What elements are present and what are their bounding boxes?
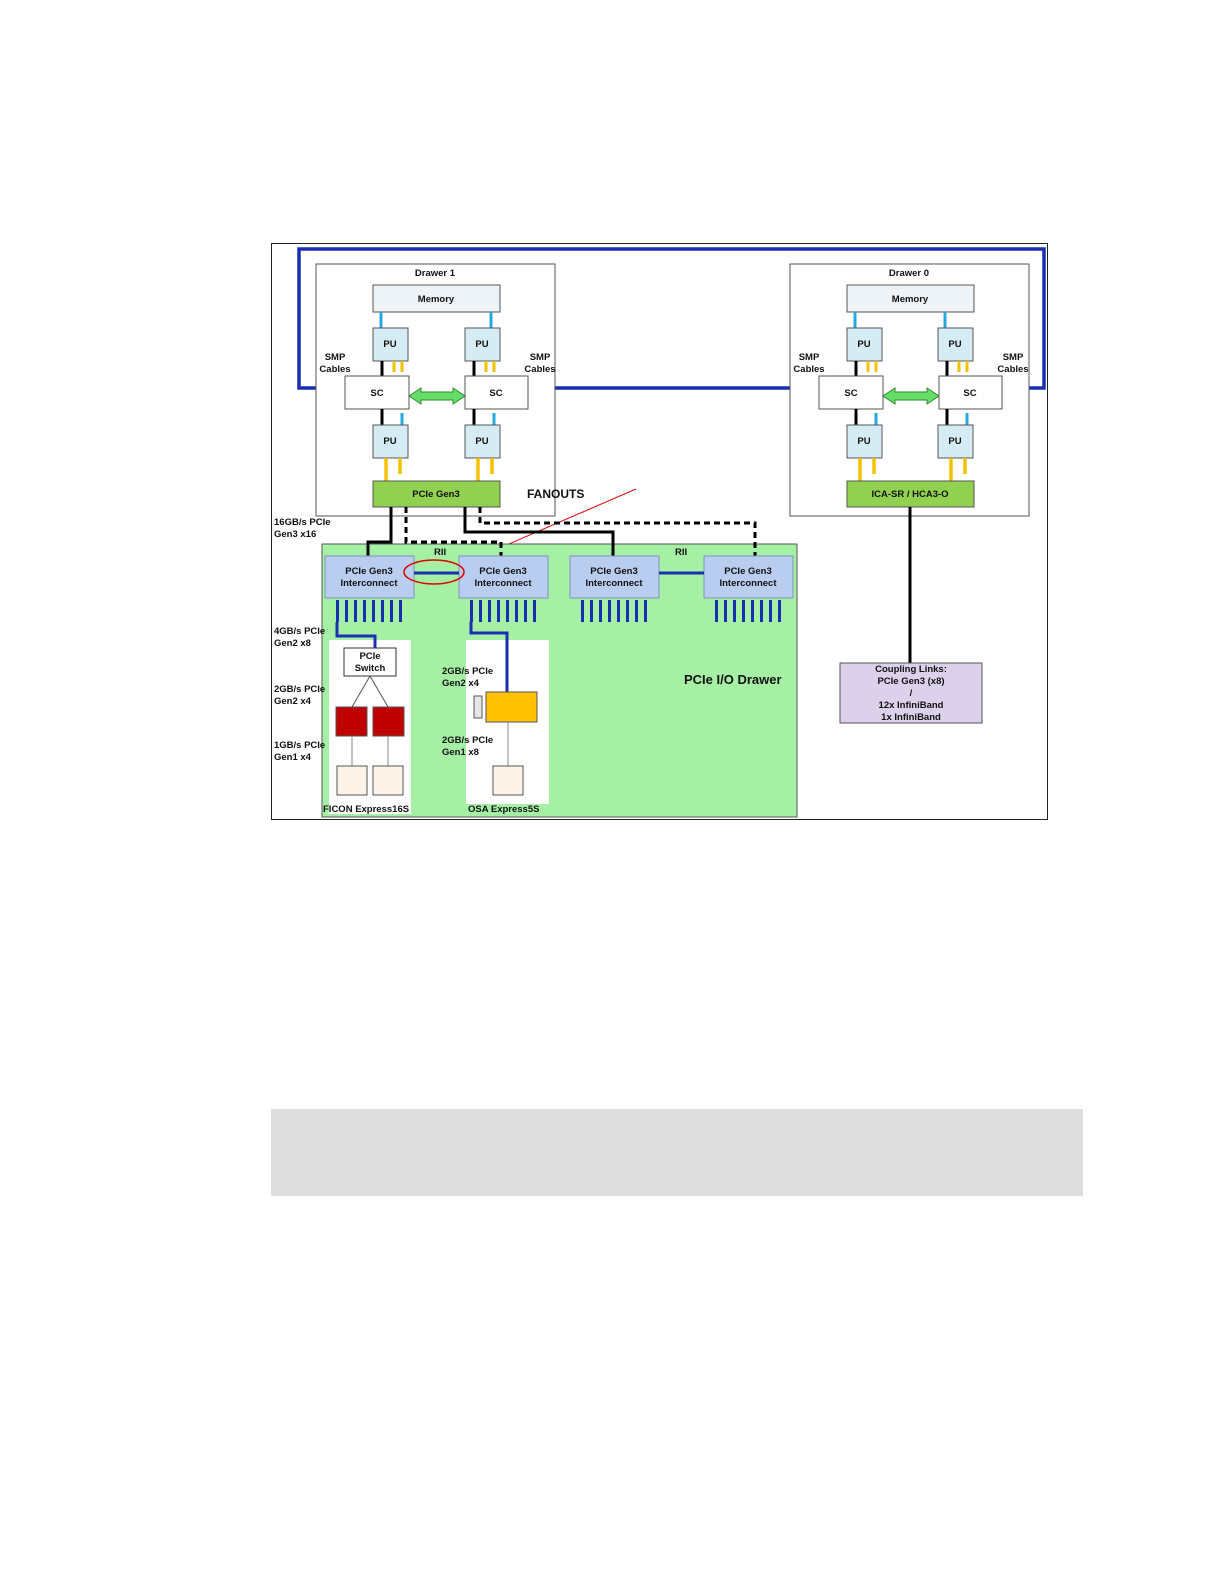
fanout-label: ICA-SR / HCA3-O	[871, 489, 948, 500]
sc-label: SC	[370, 388, 383, 399]
drawer-1-fanout	[372, 480, 501, 508]
smp-label: SMP	[530, 352, 551, 363]
coupling-label: Coupling Links:	[875, 664, 947, 675]
drawer-0-memory	[846, 284, 975, 313]
rii-label: RII	[675, 547, 687, 558]
io-drawer-label: PCIe I/O Drawer	[684, 672, 782, 687]
link-speed-label: 4GB/s PCIe	[274, 626, 325, 637]
link-speed-label: 2GB/s PCIe	[274, 684, 325, 695]
pu-label: PU	[948, 339, 961, 350]
drawer-0-memory-label: Memory	[892, 294, 929, 305]
fanout-dashed-cable	[478, 507, 757, 556]
interconnect-1: PCIe Gen3 Interconnect	[324, 555, 415, 599]
link-speed-label: Gen2 x8	[274, 638, 311, 649]
interconnect-2: PCIe Gen3 Interconnect	[458, 555, 549, 599]
drawer-0-pu-3	[846, 424, 883, 459]
drawer-1-memory	[372, 284, 501, 313]
drawer-0-pu-2	[937, 327, 974, 362]
link-speed-label: Gen2 x4	[442, 678, 480, 689]
drawer-0-title: Drawer 0	[889, 268, 929, 279]
drawer-0: Drawer 0 Memory PU PU SMP Cables SMP Cab…	[789, 263, 1030, 517]
interconnect-label: Interconnect	[719, 578, 777, 589]
link-speed-label: Gen2 x4	[274, 696, 312, 707]
drawer-1-pu-1	[372, 327, 409, 362]
interconnect-label: PCIe Gen3	[590, 566, 638, 577]
link-speed-label: 2GB/s PCIe	[442, 735, 493, 746]
link-speed-label: 2GB/s PCIe	[442, 666, 493, 677]
sc-label: SC	[489, 388, 502, 399]
smp-label: SMP	[1003, 352, 1024, 363]
link-speed-label: Gen3 x16	[274, 529, 316, 540]
link-speed-label: Gen1 x8	[442, 747, 479, 758]
pcie-switch-label: PCIe	[359, 651, 380, 662]
coupling-label: /	[910, 688, 913, 699]
coupling-label: 12x InfiniBand	[879, 700, 944, 711]
ficon-express16s-card: PCIe Switch	[329, 622, 411, 814]
ficon-label: FICON Express16S	[323, 804, 409, 815]
interconnect-label: Interconnect	[340, 578, 398, 589]
note-box	[271, 1109, 1083, 1196]
drawer-0-fanout	[846, 480, 975, 508]
link-speed-label: 1GB/s PCIe	[274, 740, 325, 751]
coupling-links-box: Coupling Links: PCIe Gen3 (x8) / 12x Inf…	[839, 662, 983, 724]
link-speed-label: 16GB/s PCIe	[274, 517, 331, 528]
pcie-switch-label: Switch	[355, 663, 386, 674]
drawer-0-pu-1	[846, 327, 883, 362]
drawer-1-sc-2	[464, 375, 529, 410]
drawer-1-pu-2	[464, 327, 501, 362]
pu-label: PU	[475, 436, 488, 447]
interconnect-3: PCIe Gen3 Interconnect	[569, 555, 660, 599]
smp-label: Cables	[793, 364, 824, 375]
drawer-0-sc-2	[938, 375, 1003, 410]
sc-label: SC	[844, 388, 857, 399]
pu-label: PU	[857, 339, 870, 350]
interconnect-label: Interconnect	[474, 578, 532, 589]
pu-label: PU	[475, 339, 488, 350]
drawer-1-memory-label: Memory	[418, 294, 455, 305]
smp-label: Cables	[997, 364, 1028, 375]
coupling-label: PCIe Gen3 (x8)	[877, 676, 944, 687]
interconnect-ports	[336, 600, 781, 622]
drawer-1-pu-4	[464, 424, 501, 459]
smp-label: Cables	[319, 364, 350, 375]
osa-label: OSA Express5S	[468, 804, 539, 815]
system-diagram: Drawer 1 Memory PU PU SMP Cables SMP Cab…	[274, 247, 1046, 818]
smp-cable-loop	[297, 247, 1046, 390]
smp-label: SMP	[325, 352, 346, 363]
rii-highlight-ring	[403, 559, 465, 585]
drawer-0-pu-4	[937, 424, 974, 459]
link-speed-label: Gen1 x4	[274, 752, 312, 763]
drawer-1-title: Drawer 1	[415, 268, 456, 279]
interconnect-4: PCIe Gen3 Interconnect	[703, 555, 794, 599]
figure-frame: Drawer 1 Memory PU PU SMP Cables SMP Cab…	[271, 243, 1048, 820]
osa-express5s-card	[466, 622, 549, 804]
coupling-label: 1x InfiniBand	[881, 712, 941, 723]
smp-label: Cables	[524, 364, 555, 375]
drawer-1: Drawer 1 Memory PU PU SMP Cables SMP Cab…	[315, 263, 556, 517]
fanout-cable	[463, 507, 615, 556]
sc-interconnect-arrow	[882, 387, 940, 405]
fanout-cable	[366, 507, 393, 556]
sc-label: SC	[963, 388, 976, 399]
rii-label: RII	[434, 547, 446, 558]
drawer-1-sc-1	[344, 375, 410, 410]
interconnect-label: PCIe Gen3	[345, 566, 393, 577]
fanouts-label: FANOUTS	[527, 487, 584, 501]
pu-label: PU	[948, 436, 961, 447]
fanout-label: PCIe Gen3	[412, 489, 460, 500]
smp-label: SMP	[799, 352, 820, 363]
interconnect-label: PCIe Gen3	[479, 566, 527, 577]
interconnect-label: PCIe Gen3	[724, 566, 772, 577]
pu-label: PU	[857, 436, 870, 447]
interconnect-label: Interconnect	[585, 578, 643, 589]
fanout-dashed-cable	[404, 507, 503, 556]
pu-label: PU	[383, 339, 396, 350]
drawer-1-pu-3	[372, 424, 409, 459]
drawer-0-sc-1	[818, 375, 884, 410]
sc-interconnect-arrow	[408, 387, 466, 405]
pu-label: PU	[383, 436, 396, 447]
